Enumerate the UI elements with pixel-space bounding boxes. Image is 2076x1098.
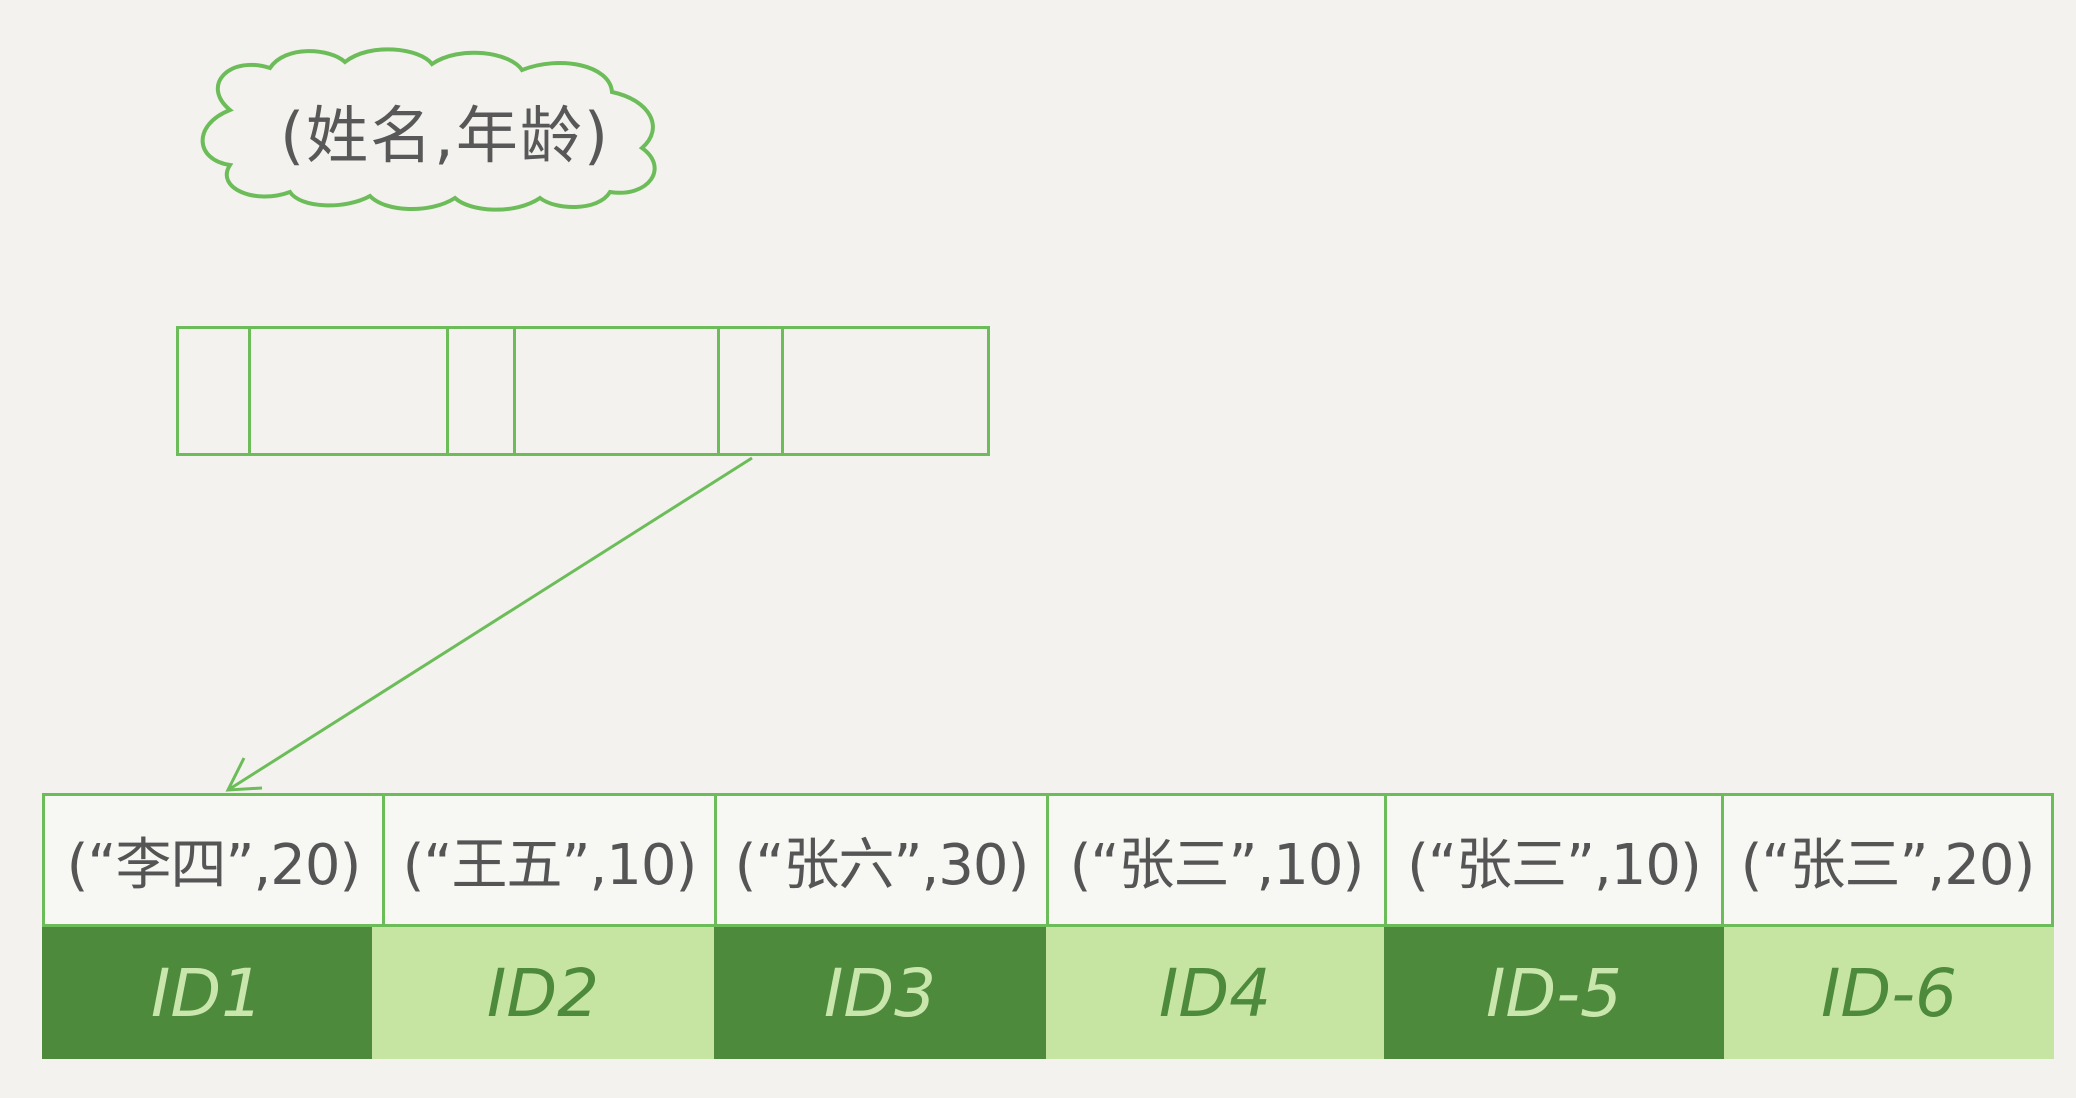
leaf-entry: (“张三”,10): [1049, 796, 1387, 924]
leaf-entry: (“王五”,10): [385, 796, 717, 924]
id-cell: ID3: [714, 927, 1046, 1059]
leaf-entries-row: (“李四”,20) (“王五”,10) (“张六”,30) (“张三”,10) …: [42, 793, 2054, 927]
leaf-entry: (“李四”,20): [45, 796, 385, 924]
index-page: [176, 326, 990, 456]
leaf-entry: (“张三”,10): [1387, 796, 1724, 924]
index-key-cell: [251, 329, 449, 453]
id-cell: ID2: [372, 927, 714, 1059]
index-pointer-cell: [449, 329, 516, 453]
id-cell: ID4: [1046, 927, 1384, 1059]
pointer-arrow-head: [225, 757, 263, 792]
id-cell: ID-6: [1724, 927, 2054, 1059]
id-cell: ID-5: [1384, 927, 1724, 1059]
index-key-cell: [516, 329, 720, 453]
leaf-entry: (“张六”,30): [717, 796, 1049, 924]
index-pointer-cell: [720, 329, 784, 453]
index-key-cell: [784, 329, 987, 453]
index-pointer-cell: [179, 329, 251, 453]
index-label: (姓名,年龄): [279, 99, 611, 172]
pointer-arrow-line: [227, 456, 753, 792]
id-cell: ID1: [42, 927, 372, 1059]
label-cloud-outline: [200, 47, 657, 212]
id-row: ID1 ID2 ID3 ID4 ID-5 ID-6: [42, 927, 2054, 1059]
leaf-entry: (“张三”,20): [1740, 832, 2036, 898]
